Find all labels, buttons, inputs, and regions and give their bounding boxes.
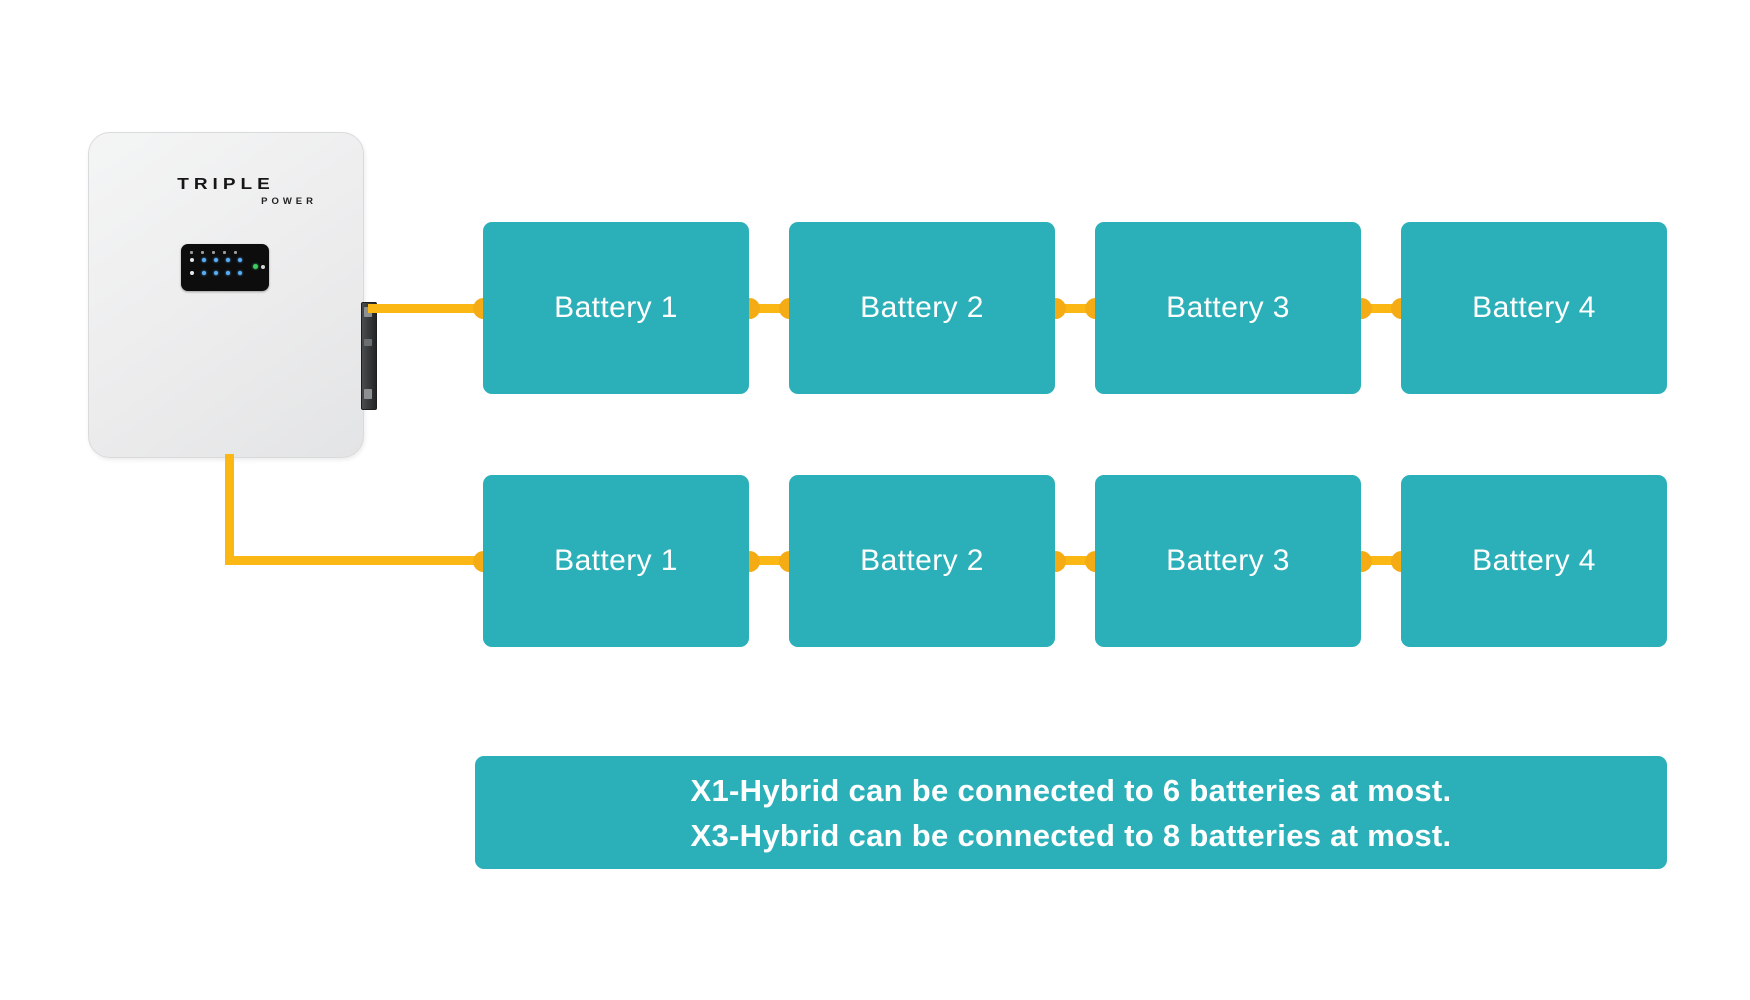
indicator-icon — [190, 251, 193, 254]
led-dot — [190, 271, 194, 275]
connector-notch — [364, 339, 372, 346]
battery-s1-2: Battery 2 — [789, 222, 1055, 394]
battery-label: Battery 3 — [1166, 291, 1290, 324]
connector-notch — [364, 389, 372, 399]
battery-s2-1: Battery 1 — [483, 475, 749, 647]
battery-s1-1: Battery 1 — [483, 222, 749, 394]
led-dot — [238, 271, 242, 275]
note-banner: X1-Hybrid can be connected to 6 batterie… — [475, 756, 1667, 869]
cable-feed-string1 — [368, 304, 483, 313]
cable-s1-b2-b3 — [1055, 304, 1095, 313]
battery-label: Battery 1 — [554, 544, 678, 577]
note-line-2: X3-Hybrid can be connected to 8 batterie… — [690, 817, 1452, 853]
brand-triple-text: TRIPLE — [177, 175, 275, 194]
cable-s2-b1-b2 — [749, 556, 789, 565]
cable-s2-b3-b4 — [1361, 556, 1401, 565]
battery-label: Battery 3 — [1166, 544, 1290, 577]
battery-label: Battery 2 — [860, 544, 984, 577]
cable-s2-b2-b3 — [1055, 556, 1095, 565]
battery-s2-4: Battery 4 — [1401, 475, 1667, 647]
battery-label: Battery 4 — [1472, 291, 1596, 324]
led-dot — [226, 271, 230, 275]
indicator-icon — [201, 251, 204, 254]
battery-s2-3: Battery 3 — [1095, 475, 1361, 647]
led-dot — [214, 258, 218, 262]
cable-s1-b1-b2 — [749, 304, 789, 313]
cable-feed-string2-horizontal — [225, 556, 483, 565]
led-row-2 — [190, 271, 242, 275]
battery-s1-4: Battery 4 — [1401, 222, 1667, 394]
indicator-icon — [212, 251, 215, 254]
led-dot — [214, 271, 218, 275]
led-dot — [238, 258, 242, 262]
led-dot — [190, 258, 194, 262]
battery-s1-3: Battery 3 — [1095, 222, 1361, 394]
status-led-gray — [261, 265, 265, 269]
cable-s1-b3-b4 — [1361, 304, 1401, 313]
led-panel — [181, 244, 269, 291]
led-dot — [202, 271, 206, 275]
brand-wordmark: TRIPLE POWER — [89, 174, 363, 207]
battery-s2-2: Battery 2 — [789, 475, 1055, 647]
note-line-1: X1-Hybrid can be connected to 6 batterie… — [690, 772, 1452, 808]
battery-label: Battery 1 — [554, 291, 678, 324]
battery-label: Battery 2 — [860, 291, 984, 324]
side-connector — [361, 302, 377, 410]
indicator-icon — [223, 251, 226, 254]
led-dot — [226, 258, 230, 262]
triple-power-unit: TRIPLE POWER — [88, 132, 364, 458]
led-row-1 — [190, 258, 242, 262]
led-dot — [202, 258, 206, 262]
indicator-icon — [234, 251, 237, 254]
cable-feed-string2-vertical — [225, 454, 234, 565]
brand-power-text: POWER — [261, 196, 317, 207]
battery-label: Battery 4 — [1472, 544, 1596, 577]
status-led-green — [253, 264, 258, 269]
led-icon-row — [190, 251, 237, 254]
